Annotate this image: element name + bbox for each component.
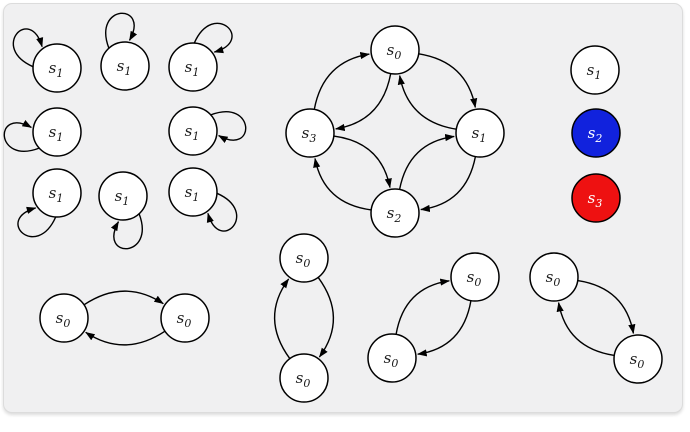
state-node-s1 xyxy=(168,42,218,92)
state-node-s0 xyxy=(160,293,210,343)
transition-arrow-g1-g2 xyxy=(395,278,450,335)
state-label: s1 xyxy=(185,183,200,204)
state-label: s0 xyxy=(296,369,311,390)
state-label: s2 xyxy=(588,124,603,145)
self-loop-arrow-a7 xyxy=(110,213,143,250)
state-label: s0 xyxy=(56,309,71,330)
state-label: s0 xyxy=(630,350,645,371)
transition-arrow-v2-v1 xyxy=(273,278,291,360)
transitions-layer xyxy=(3,12,636,360)
transition-arrow-h1-h2 xyxy=(83,290,164,306)
transition-arrow-v1-v2 xyxy=(317,276,335,358)
state-label: s2 xyxy=(387,204,402,225)
state-label: s0 xyxy=(387,41,402,62)
state-node-s0 xyxy=(279,233,329,283)
state-node-s1 xyxy=(100,41,150,91)
state-node-s0 xyxy=(450,252,500,302)
state-node-s1 xyxy=(32,107,82,157)
state-label: s1 xyxy=(587,61,602,82)
state-node-s0 xyxy=(39,293,89,343)
state-node-s1 xyxy=(168,167,218,217)
transition-arrow-d2-d3 xyxy=(313,157,372,211)
state-label: s1 xyxy=(115,187,130,208)
state-label: s1 xyxy=(185,122,200,143)
state-node-s3 xyxy=(571,173,621,223)
state-node-s1 xyxy=(168,106,218,156)
state-label: s1 xyxy=(185,58,200,79)
state-node-s0 xyxy=(367,333,417,383)
state-label: s3 xyxy=(588,189,603,210)
state-label: s1 xyxy=(49,123,64,144)
transition-arrow-d1-d0 xyxy=(397,75,457,130)
transition-arrow-d3-d0 xyxy=(313,51,370,110)
self-loop-arrow-a6 xyxy=(17,206,57,238)
transition-arrow-k2-k1 xyxy=(556,302,615,357)
state-label: s0 xyxy=(177,309,192,330)
state-node-s0 xyxy=(529,252,579,302)
transition-arrow-d0-d3 xyxy=(335,73,392,132)
state-node-s0 xyxy=(279,353,329,403)
state-node-s3 xyxy=(285,108,335,158)
state-node-s1 xyxy=(98,171,148,221)
state-label: s3 xyxy=(302,124,317,145)
self-loop-arrow-a5 xyxy=(210,111,247,144)
transition-arrow-h2-h1 xyxy=(85,330,166,346)
state-node-s1 xyxy=(570,45,620,95)
state-node-s0 xyxy=(613,334,663,384)
state-label: s0 xyxy=(296,249,311,270)
states-layer: s1 s1 s1 s1 s1 s1 s1 s1 s0 s1 s2 s3 s1 s2 s3 s0 s0 s0 s0 s0… xyxy=(32,25,663,403)
state-label: s0 xyxy=(546,268,561,289)
self-loop-arrow-a1 xyxy=(12,28,44,68)
state-node-s1 xyxy=(32,43,82,93)
state-label: s0 xyxy=(467,268,482,289)
state-node-s1 xyxy=(32,168,82,218)
self-loop-arrow-a8 xyxy=(206,192,238,232)
state-label: s1 xyxy=(117,57,132,78)
transition-arrow-g2-g1 xyxy=(417,300,472,357)
state-node-s0 xyxy=(370,25,420,75)
state-label: s0 xyxy=(384,349,399,370)
state-node-s2 xyxy=(370,188,420,238)
state-node-s2 xyxy=(571,108,621,158)
self-loop-arrow-a2 xyxy=(105,12,138,49)
state-label: s1 xyxy=(49,59,64,80)
transition-arrow-k1-k2 xyxy=(577,279,636,334)
self-loop-arrow-a4 xyxy=(3,119,40,152)
state-node-s1 xyxy=(455,108,505,158)
transition-arrow-d2-d1 xyxy=(398,134,455,190)
transition-arrow-d1-d2 xyxy=(420,156,477,212)
self-loop-arrow-a3 xyxy=(193,22,233,54)
state-label: s1 xyxy=(472,124,487,145)
transition-arrow-d0-d1 xyxy=(418,53,478,108)
transition-arrow-d3-d2 xyxy=(333,135,392,189)
state-label: s1 xyxy=(49,184,64,205)
